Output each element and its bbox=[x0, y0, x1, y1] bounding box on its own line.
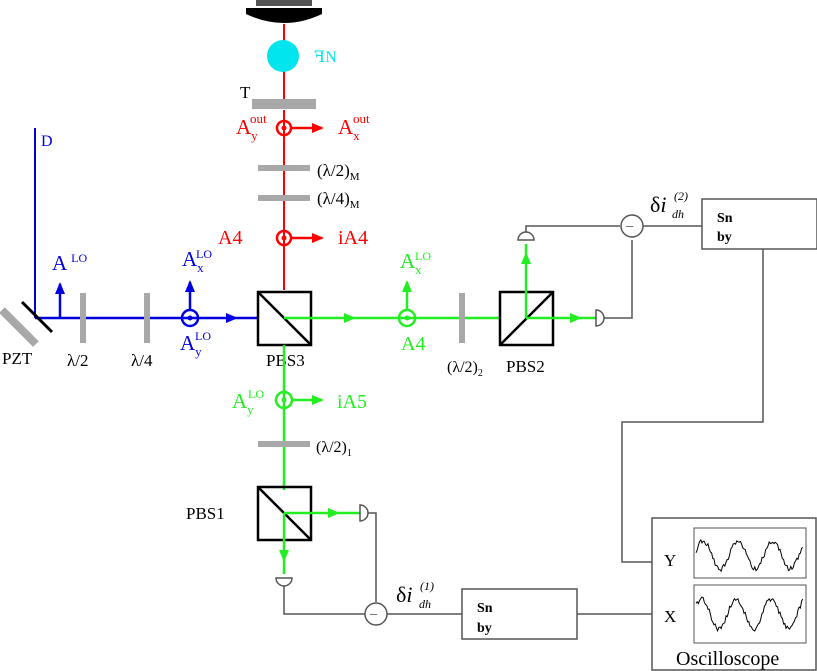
atom-label: ꟻN bbox=[314, 49, 337, 66]
label-delta-i-2-sub: dh bbox=[672, 207, 684, 221]
half-waveplate-2 bbox=[459, 293, 465, 343]
label-delta-i-2: δi bbox=[650, 192, 667, 217]
label-half-wave-1: (λ/2)1 bbox=[316, 439, 352, 459]
label-Aout-y: Ay bbox=[236, 115, 258, 143]
label-iA5: iA5 bbox=[337, 391, 367, 413]
spectrum-analyzer-2 bbox=[701, 198, 817, 250]
quarter-waveplate-M bbox=[258, 195, 310, 201]
label-Aout-x: Ax bbox=[338, 115, 360, 143]
oscilloscope-trace-y bbox=[695, 538, 804, 573]
detector-1b bbox=[275, 577, 293, 587]
sa1-text-1: Sn bbox=[477, 601, 493, 616]
wire-det2a bbox=[525, 225, 620, 232]
wire-det1b bbox=[283, 586, 365, 615]
label-half-wave-M: (λ/2)M bbox=[317, 161, 360, 183]
cavity-mirror bbox=[246, 8, 322, 23]
label-A4: A4 bbox=[218, 227, 242, 249]
subtractor-1-minus: − bbox=[369, 607, 378, 624]
label-delta-i-2-sup: (2) bbox=[674, 189, 688, 203]
label-delta-i-1-sub: dh bbox=[419, 597, 431, 611]
output-mirror-T bbox=[252, 99, 316, 109]
label-half-wave-2: (λ/2)2 bbox=[447, 359, 483, 379]
quarter-waveplate bbox=[144, 293, 150, 343]
oscilloscope-screen-x bbox=[693, 584, 807, 644]
oscilloscope-trace-x bbox=[695, 596, 804, 633]
label-ALO-y-green-sup: LO bbox=[248, 387, 264, 401]
label-X-channel: X bbox=[664, 607, 676, 626]
label-iA4: iA4 bbox=[338, 227, 368, 249]
label-laser-mark: D bbox=[41, 133, 53, 150]
oscilloscope-screen-y bbox=[693, 527, 807, 579]
label-PBS1: PBS1 bbox=[186, 504, 225, 523]
label-ALO-x: Ax bbox=[182, 247, 204, 275]
a4-polarization-mark bbox=[275, 229, 293, 247]
cavity-mirror-top bbox=[256, 0, 312, 6]
aout-y-polarization-dot bbox=[281, 125, 287, 131]
sa2-text-2: by bbox=[717, 230, 732, 245]
alo-y-green-polarization-dot bbox=[281, 397, 287, 403]
label-quarter-wave-M: (λ/4)M bbox=[317, 189, 360, 211]
label-quarter-wave: λ/4 bbox=[131, 351, 153, 370]
alo-x-green-polarization-dot bbox=[404, 315, 410, 321]
a4-polarization-dot bbox=[281, 235, 287, 241]
subtractor-2-minus: − bbox=[625, 219, 634, 236]
label-ALO-y-green: Ay bbox=[232, 389, 254, 417]
label-delta-i-1-sup: (1) bbox=[420, 579, 434, 593]
detector-2b bbox=[595, 309, 605, 327]
alo-y-polarization-dot bbox=[187, 315, 193, 321]
label-PZT: PZT bbox=[2, 349, 33, 368]
detector-2a bbox=[517, 231, 535, 241]
pzt-mirror bbox=[0, 307, 39, 347]
label-PBS2: PBS2 bbox=[506, 357, 545, 376]
label-half-wave: λ/2 bbox=[67, 351, 88, 370]
alo-y-green-polarization-mark bbox=[274, 390, 294, 410]
label-ALO-y: Ay bbox=[180, 331, 202, 359]
atom-sphere bbox=[267, 40, 299, 72]
label-Aout-y-sup: out bbox=[250, 111, 267, 126]
wire-det2b bbox=[604, 240, 633, 319]
label-delta-i-1: δi bbox=[396, 582, 413, 607]
label-Aout-x-sup: out bbox=[353, 111, 370, 126]
label-ALO-x-green-sup: LO bbox=[415, 249, 431, 263]
label-T: T bbox=[240, 83, 251, 102]
half-waveplate-M bbox=[258, 165, 310, 171]
aout-y-polarization-mark bbox=[275, 119, 293, 137]
label-Y-channel: Y bbox=[664, 551, 676, 570]
wire-sa2-oscilloscope bbox=[621, 249, 764, 563]
spectrum-analyzer-1 bbox=[461, 588, 578, 640]
sa2-text-1: Sn bbox=[717, 211, 733, 226]
half-waveplate-1 bbox=[258, 441, 310, 447]
alo-y-polarization-mark bbox=[180, 308, 200, 328]
pzt-mirror-surface bbox=[20, 300, 54, 334]
detector-1a bbox=[359, 504, 369, 522]
label-oscilloscope: Oscilloscope bbox=[676, 648, 779, 670]
alo-x-green-polarization-mark bbox=[397, 308, 417, 328]
label-ALO-x-green: Ax bbox=[400, 249, 422, 277]
label-PBS3: PBS3 bbox=[266, 351, 305, 370]
label-ALO-y-sup: LO bbox=[195, 329, 211, 343]
wire-det1a bbox=[368, 512, 377, 602]
sa1-text-2: by bbox=[477, 621, 492, 636]
label-A4-green: A4 bbox=[401, 333, 425, 355]
half-waveplate bbox=[80, 293, 86, 343]
label-ALO-x-sup: LO bbox=[196, 247, 212, 261]
